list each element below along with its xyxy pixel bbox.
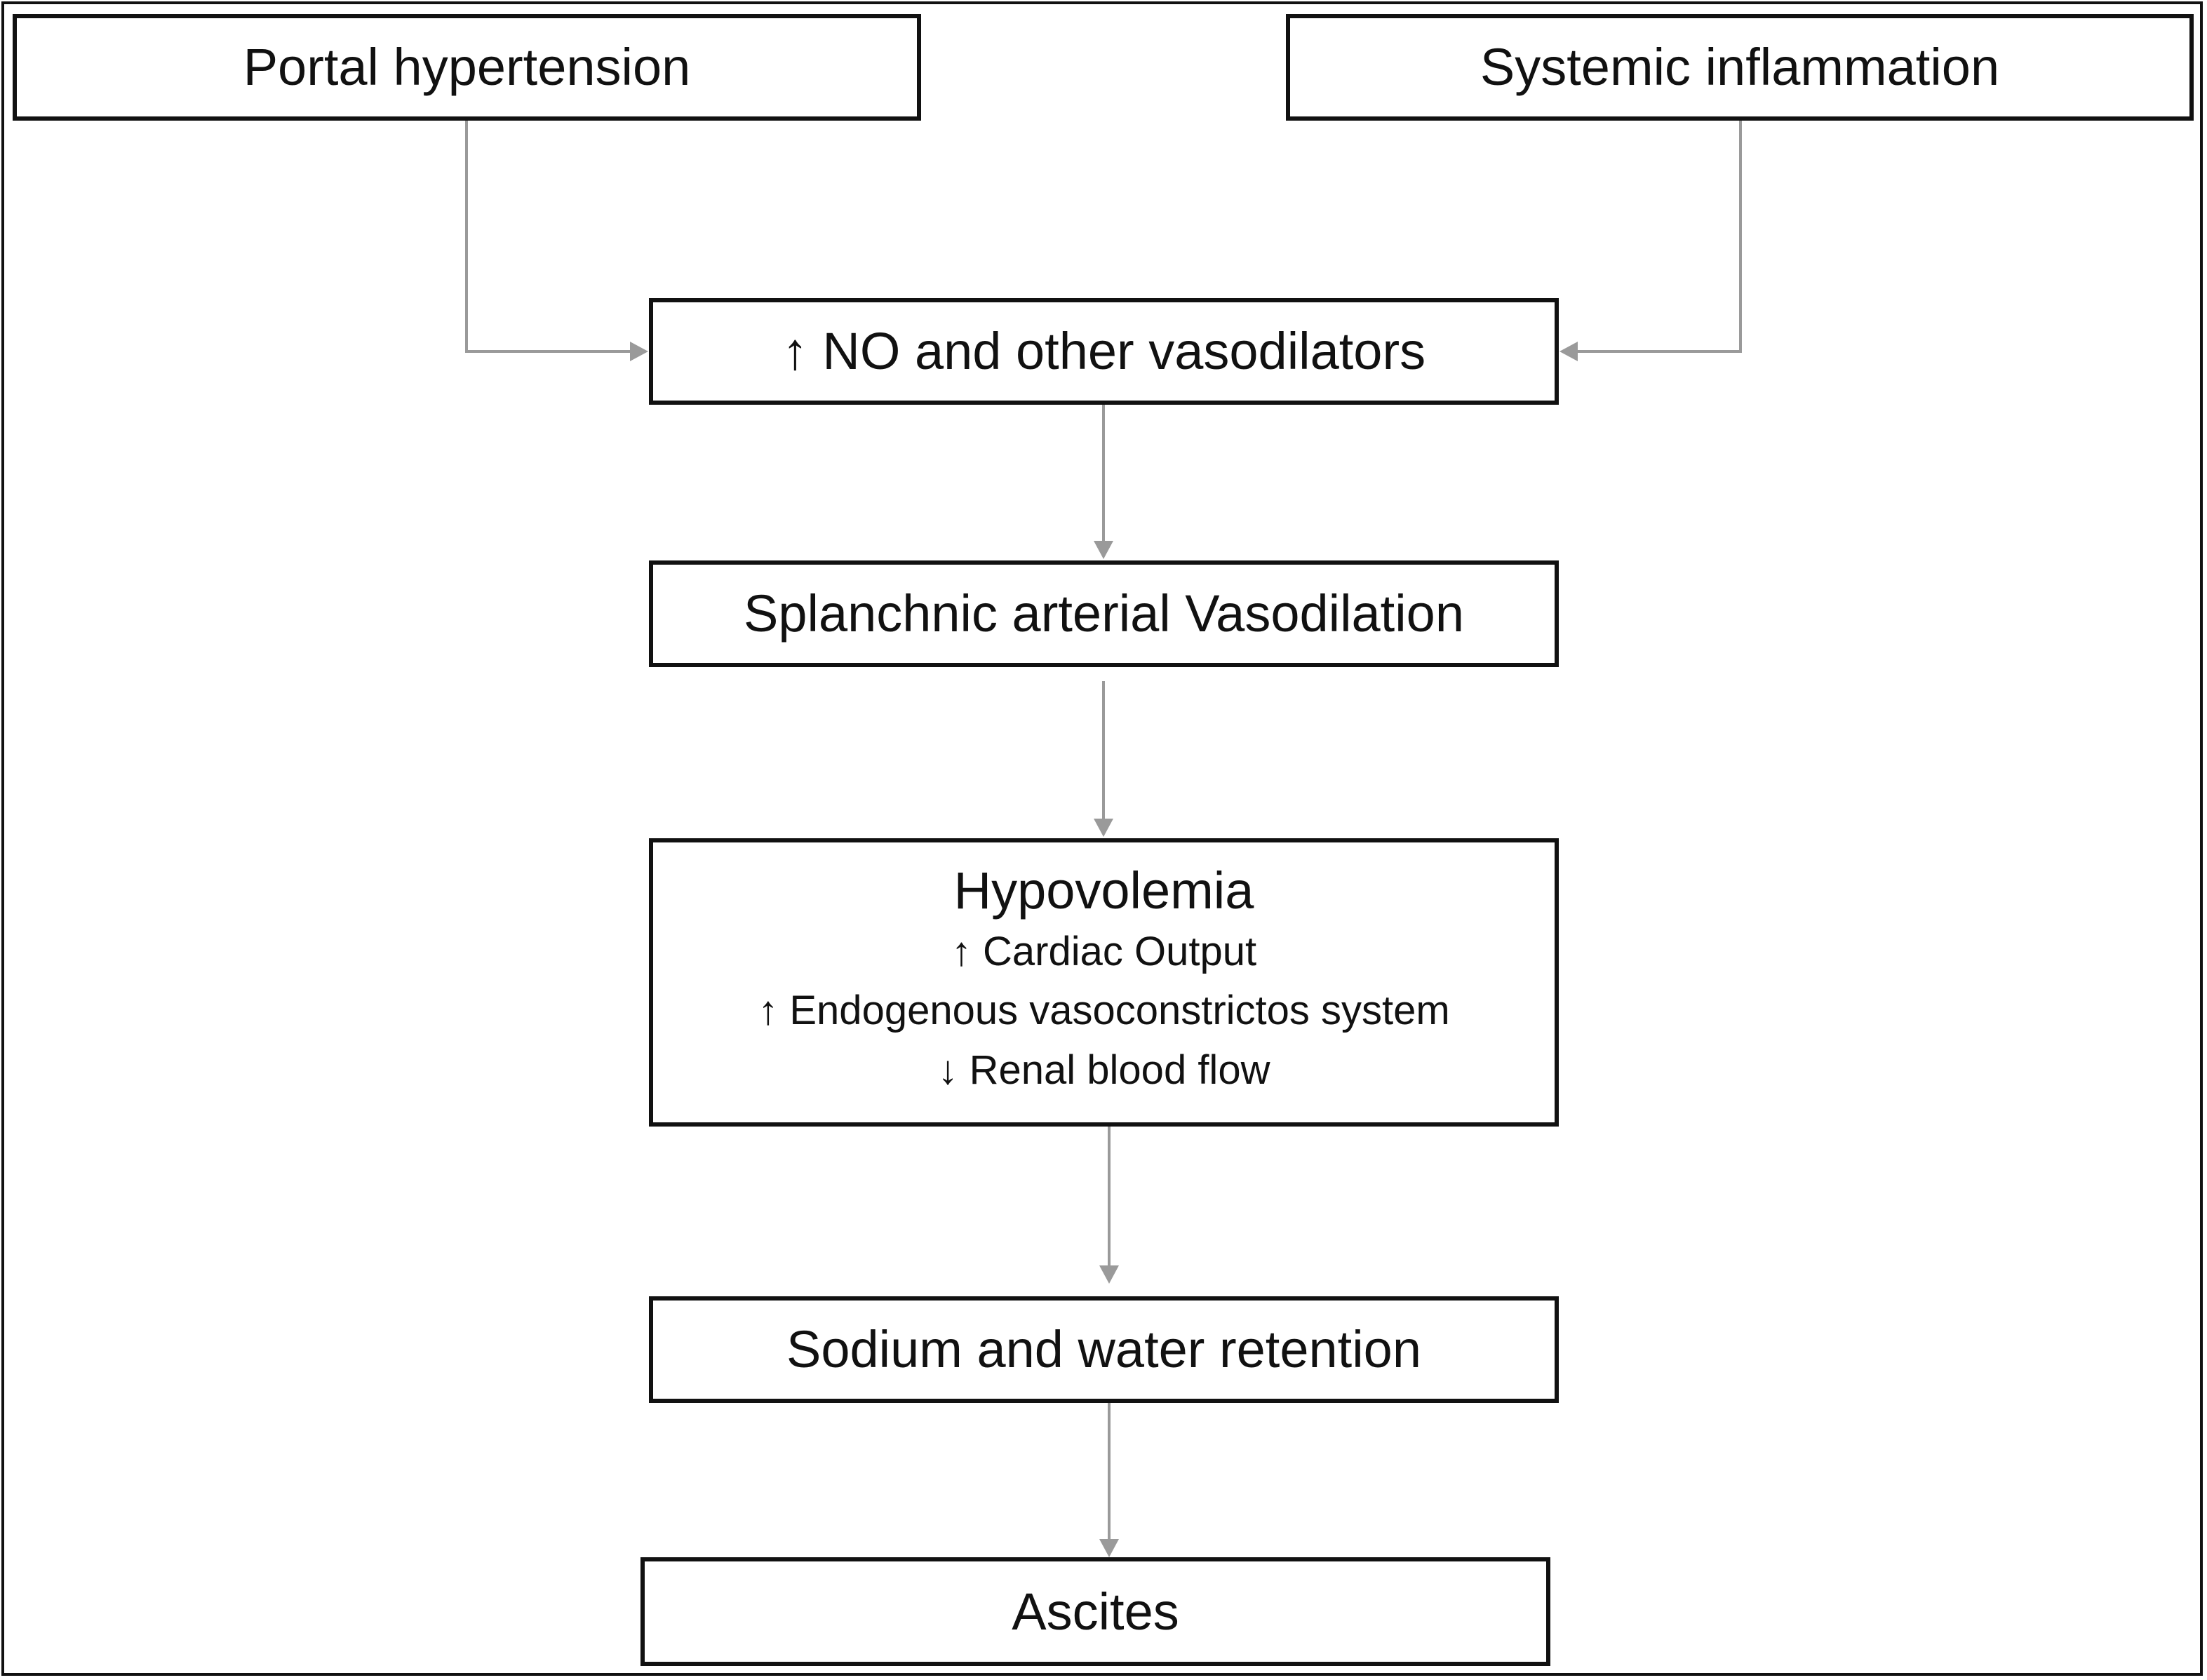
- node-sodium-water-retention: Sodium and water retention: [649, 1296, 1559, 1403]
- node-hypovolemia: Hypovolemia ↑ Cardiac Output ↑ Endogenou…: [649, 838, 1559, 1127]
- arrowhead-splanchnic-to-hypovolemia: [1094, 819, 1113, 837]
- arrowhead-portal-to-vasodilators: [630, 342, 648, 361]
- arrowhead-hypovolemia-to-sodium: [1099, 1265, 1119, 1284]
- connector-portal-to-vasodilators: [465, 121, 644, 353]
- node-splanchnic-vasodilation: Splanchnic arterial Vasodilation: [649, 560, 1559, 667]
- node-title: Hypovolemia: [953, 861, 1254, 920]
- node-ascites: Ascites: [640, 1557, 1550, 1666]
- node-label: Splanchnic arterial Vasodilation: [743, 584, 1464, 643]
- node-vasodilators: ↑ NO and other vasodilators: [649, 298, 1559, 405]
- arrowhead-vasodilators-to-splanchnic: [1094, 541, 1113, 559]
- node-systemic-inflammation: Systemic inflammation: [1286, 14, 2194, 121]
- hypovolemia-effects-list: ↑ Cardiac Output ↑ Endogenous vasoconstr…: [758, 922, 1449, 1099]
- connector-inflammation-to-vasodilators: [1564, 121, 1742, 353]
- node-label: Portal hypertension: [243, 38, 691, 96]
- effect-vasoconstrictor-system: ↑ Endogenous vasoconstrictos system: [758, 988, 1450, 1034]
- arrowhead-inflammation-to-vasodilators: [1559, 342, 1578, 361]
- arrowhead-sodium-to-ascites: [1099, 1539, 1119, 1557]
- node-label: Ascites: [1012, 1582, 1179, 1641]
- effect-cardiac-output: ↑ Cardiac Output: [951, 929, 1257, 975]
- node-label: Systemic inflammation: [1480, 38, 2000, 96]
- node-label: Sodium and water retention: [786, 1320, 1421, 1378]
- node-label: ↑ NO and other vasodilators: [781, 322, 1426, 380]
- effect-renal-blood-flow: ↓ Renal blood flow: [937, 1047, 1270, 1093]
- node-portal-hypertension: Portal hypertension: [13, 14, 921, 121]
